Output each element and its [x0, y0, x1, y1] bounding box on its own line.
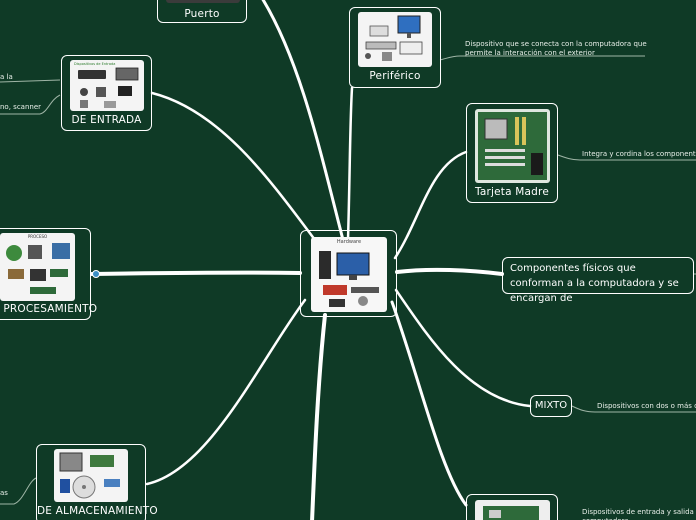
bottom-right-image [475, 500, 550, 520]
hardware-image: Hardware [311, 237, 387, 312]
procesamiento-image: PROCESO [0, 233, 75, 301]
almacenamiento-note-fragment: as [0, 489, 8, 497]
entrada-note-fragment-1: a la [0, 73, 13, 81]
hardware-image-caption: Hardware [336, 239, 362, 245]
link-almacenamiento [145, 298, 307, 486]
node-componentes[interactable]: Componentes físicos que conforman a la c… [502, 257, 694, 304]
almacenamiento-image [54, 449, 128, 502]
node-almacenamiento[interactable]: DE ALMACENAMIENTO [36, 444, 158, 520]
link-tarjeta [393, 150, 468, 260]
note-link-tarjeta [557, 154, 696, 161]
note-link-entrada [0, 94, 61, 115]
puerto-image [166, 0, 240, 3]
node-hardware[interactable]: Hardware [300, 230, 397, 317]
procesamiento-label: E PROCESAMIENTO [0, 303, 98, 315]
puerto-label: Puerto [184, 8, 220, 20]
node-bottom-right[interactable] [466, 494, 558, 520]
collapse-toggle-icon[interactable] [92, 270, 100, 278]
link-componentes [395, 267, 504, 276]
node-procesamiento[interactable]: PROCESO E PROCESAMIENTO [0, 228, 98, 320]
node-puerto[interactable]: Puerto [157, 0, 247, 23]
link-entrada [150, 91, 317, 242]
entrada-note-fragment-2: no, scanner [0, 103, 42, 111]
note-link-periferico [439, 55, 645, 61]
note-link-almacenamiento [0, 477, 37, 505]
note-link-entrada-top [0, 79, 61, 83]
node-tarjeta-madre[interactable]: Tarjeta Madre [466, 103, 558, 203]
node-entrada[interactable]: Dispositivos de Entrada DE ENTRADA [61, 55, 152, 131]
periferico-label: Periférico [369, 70, 421, 82]
tarjeta-madre-image [475, 109, 550, 183]
entrada-image: Dispositivos de Entrada [70, 60, 144, 111]
entrada-image-caption: Dispositivos de Entrada [74, 62, 116, 66]
mixto-label: MIXTO [534, 400, 568, 411]
periferico-description: Dispositivo que se conecta con la comput… [465, 40, 647, 57]
note-link-mixto [571, 405, 696, 413]
entrada-label: DE ENTRADA [71, 114, 142, 126]
bottom-right-description: Dispositivos de entrada y salida de comp… [582, 508, 696, 520]
tarjeta-madre-description: Integra y cordina los componentes [582, 150, 696, 158]
almacenamiento-label: DE ALMACENAMIENTO [37, 505, 158, 517]
mixto-description: Dispositivos con dos o más cla [597, 402, 696, 410]
node-periferico[interactable]: Periférico [349, 7, 441, 88]
procesamiento-image-caption: PROCESO [27, 234, 48, 239]
link-bottom-right [390, 300, 468, 507]
node-mixto[interactable]: MIXTO [530, 395, 572, 417]
link-mixto [394, 288, 532, 408]
link-procesamiento [90, 270, 302, 276]
componentes-text: Componentes físicos que conforman a la c… [510, 263, 679, 304]
link-periferico [346, 86, 354, 242]
link-bottom [310, 313, 327, 520]
link-puerto [261, 0, 345, 242]
periferico-image [358, 12, 432, 67]
tarjeta-madre-label: Tarjeta Madre [475, 186, 549, 198]
